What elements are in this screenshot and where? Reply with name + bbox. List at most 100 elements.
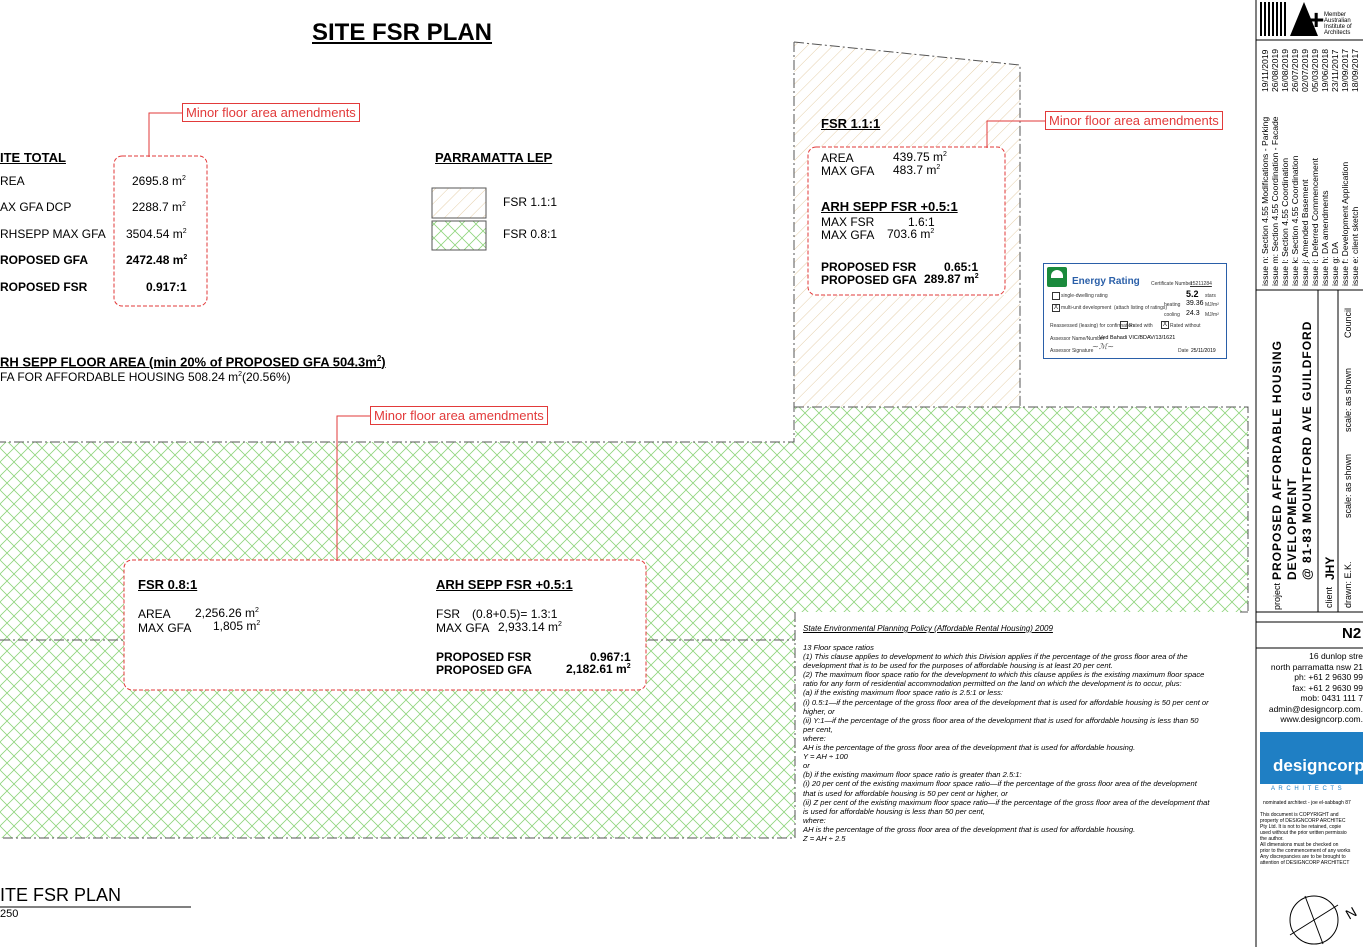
issue-date: 19/11/2019	[1260, 49, 1270, 92]
policy-line: (a) if the existing maximum floor space …	[803, 688, 1004, 698]
policy-line: that is used for affordable housing is 5…	[803, 788, 1008, 798]
policy-text: 13 Floor space ratios (1) This clause ap…	[803, 643, 1255, 843]
energy-rating-title: Energy Rating	[1072, 276, 1140, 287]
address-line: fax: +61 2 9630 99	[1292, 682, 1363, 693]
address-line: mob: 0431 111 7	[1300, 693, 1363, 703]
policy-line: where:	[803, 815, 826, 825]
callout-amendments-3: Minor floor area amendments	[370, 406, 548, 425]
single-label: single-dwelling rating	[1061, 293, 1108, 299]
logo-text: designcorp	[1273, 756, 1363, 775]
issue-date: 26/07/2019	[1290, 48, 1300, 92]
issue-row: issue l: Section 4.55 Coordination	[1280, 157, 1290, 286]
rated-with-label: Rated with	[1129, 323, 1153, 329]
policy-line: Z = AH ÷ 2.5	[803, 833, 846, 843]
policy-line: (i) 0.5:1—if the percentage of the gross…	[803, 697, 1209, 707]
copyright-line: the author.	[1260, 836, 1284, 842]
address-line: ph: +61 2 9630 99	[1294, 672, 1363, 682]
fsr-0.8-proposed-fsr-value: 0.967:1	[590, 650, 631, 664]
cert-number-label: Certificate Number	[1151, 281, 1193, 287]
copyright-line: property of DESIGNCORP ARCHITEC	[1260, 818, 1346, 824]
site-total-value: 3504.54 m2	[126, 227, 187, 241]
site-total-label: RHSEPP MAX GFA	[0, 227, 106, 241]
policy-line: (2) The maximum floor space ratio for th…	[803, 670, 1205, 680]
logo-subtitle: A R C H I T E C T S	[1271, 786, 1343, 792]
issue-row: issue h: DA amendments	[1320, 190, 1330, 286]
legend-fsr-1.1: FSR 1.1:1	[503, 195, 558, 209]
fsr-1.1-area-value: 439.75 m2	[893, 150, 947, 164]
project-label: project	[1272, 582, 1282, 610]
fsr-1.1-heading: FSR 1.1:1	[821, 116, 881, 131]
policy-line: (i) 20 per cent of the existing maximum …	[803, 779, 1197, 789]
copyright-line: Pty Ltd. It is not to be retained, copie	[1260, 824, 1342, 830]
fsr-0.8-area-value: 2,256.26 m2	[195, 606, 259, 620]
signature-label: Assessor Signature	[1050, 348, 1094, 354]
policy-line: or	[803, 761, 810, 771]
fsr-1.1-arh-fsr-value: 1.6:1	[908, 215, 935, 229]
rated-with-checkbox	[1120, 321, 1128, 329]
cert-number-value: 15211284	[1190, 281, 1212, 287]
copyright-line: This document is COPYRIGHT and	[1260, 812, 1339, 818]
policy-line: where:	[803, 733, 826, 743]
stars-value: 5.2	[1186, 289, 1199, 299]
fsr-1.1-maxgfa-label: MAX GFA	[821, 164, 875, 178]
page-title: SITE FSR PLAN	[312, 19, 493, 46]
arh-floor-area-heading: RH SEPP FLOOR AREA (min 20% of PROPOSED …	[0, 354, 386, 370]
multi-note: (attach listing of ratings)	[1114, 305, 1168, 311]
fsr-0.8-proposed-gfa-value: 2,182.61 m2	[566, 662, 631, 676]
policy-line: (1) This clause applies to development t…	[803, 652, 1188, 662]
address-line: admin@designcorp.com.	[1268, 703, 1363, 714]
fsr-1.1-maxgfa-value: 483.7 m2	[893, 163, 941, 177]
project-name-line3: @ 81-83 MOUNTFORD AVE GUILDFORD	[1300, 320, 1314, 580]
assessor-signature: ~ℳ~	[1092, 342, 1114, 351]
cooling-value: 24.3	[1186, 310, 1200, 317]
scale-field: scale: as shown	[1343, 367, 1353, 432]
issue-date: 19/09/2017	[1340, 48, 1350, 92]
issue-date: 18/09/2017	[1350, 48, 1360, 92]
issue-row: issue i: Deferred Commencement	[1310, 157, 1320, 286]
energy-rating-certificate: Energy Rating Certificate Number 1521128…	[1043, 263, 1227, 359]
issue-row: issue n: Section 4.55 Modifications - Pa…	[1260, 116, 1270, 286]
policy-line: (b) if the existing maximum floor space …	[803, 770, 1022, 780]
issue-date: 05/03/2019	[1310, 48, 1320, 92]
issue-row: issue g: DA	[1330, 242, 1340, 286]
callout-amendments-1: Minor floor area amendments	[182, 103, 360, 122]
fsr-1.1-proposed-fsr-value: 0.65:1	[944, 260, 979, 274]
project-name-line2: DEVELOPMENT	[1285, 477, 1299, 580]
policy-line: (ii) Z per cent of the existing maximum …	[803, 797, 1210, 807]
fsr-0.8-arh-heading: ARH SEPP FSR +0.5:1	[436, 577, 573, 592]
rated-without-checkbox: X	[1161, 321, 1169, 329]
site-total-value: 2288.7 m2	[132, 200, 186, 214]
fsr-0.8-arh-gfa-value: 2,933.14 m2	[498, 620, 562, 634]
address-line: www.designcorp.com.	[1280, 714, 1363, 724]
plan-label-scale: 250	[0, 908, 19, 920]
policy-line: (ii) Y:1—if the percentage of the gross …	[803, 715, 1199, 725]
copyright-line: All dimensions must be checked on	[1260, 842, 1339, 848]
legend-fsr-0.8: FSR 0.8:1	[503, 227, 558, 241]
sheet-number: N2	[1342, 625, 1362, 642]
policy-line: AH is the percentage of the gross floor …	[803, 743, 1136, 753]
policy-line: development that is to be used for the p…	[803, 661, 1113, 671]
fsr-1.1-area-label: AREA	[821, 151, 854, 165]
fsr-0.8-heading: FSR 0.8:1	[138, 577, 198, 592]
callout-amendments-2: Minor floor area amendments	[1045, 111, 1223, 130]
scale-field: scale: as shown	[1343, 453, 1353, 518]
fsr-1.1-proposed-gfa-label: PROPOSED GFA	[821, 273, 918, 287]
policy-line: ratio for any form of residential accomm…	[803, 679, 1182, 689]
cooling-label: cooling	[1164, 312, 1180, 318]
issue-date: 23/11/2017	[1330, 49, 1340, 92]
address-line: north parramatta nsw 21	[1270, 661, 1363, 672]
policy-line: Y = AH ÷ 100	[803, 752, 848, 762]
rated-without-label: Rated without	[1170, 323, 1201, 329]
policy-line: is used for affordable housing is less t…	[803, 806, 985, 816]
client-value: JHY	[1323, 556, 1337, 580]
drawn-label: drawn: E.K.	[1343, 561, 1353, 608]
legend-heading: PARRAMATTA LEP	[435, 150, 553, 165]
copyright-line: prior to the commencement of any works	[1260, 848, 1351, 854]
fsr-0.8-proposed-gfa-label: PROPOSED GFA	[436, 663, 533, 677]
issue-date: 16/08/2019	[1280, 48, 1290, 92]
issue-row: issue f: Development Application	[1340, 161, 1350, 286]
fsr-0.8-maxgfa-value: 1,805 m2	[213, 619, 261, 633]
heating-label: heating	[1164, 302, 1181, 308]
fsr-1.1-proposed-fsr-label: PROPOSED FSR	[821, 260, 917, 274]
